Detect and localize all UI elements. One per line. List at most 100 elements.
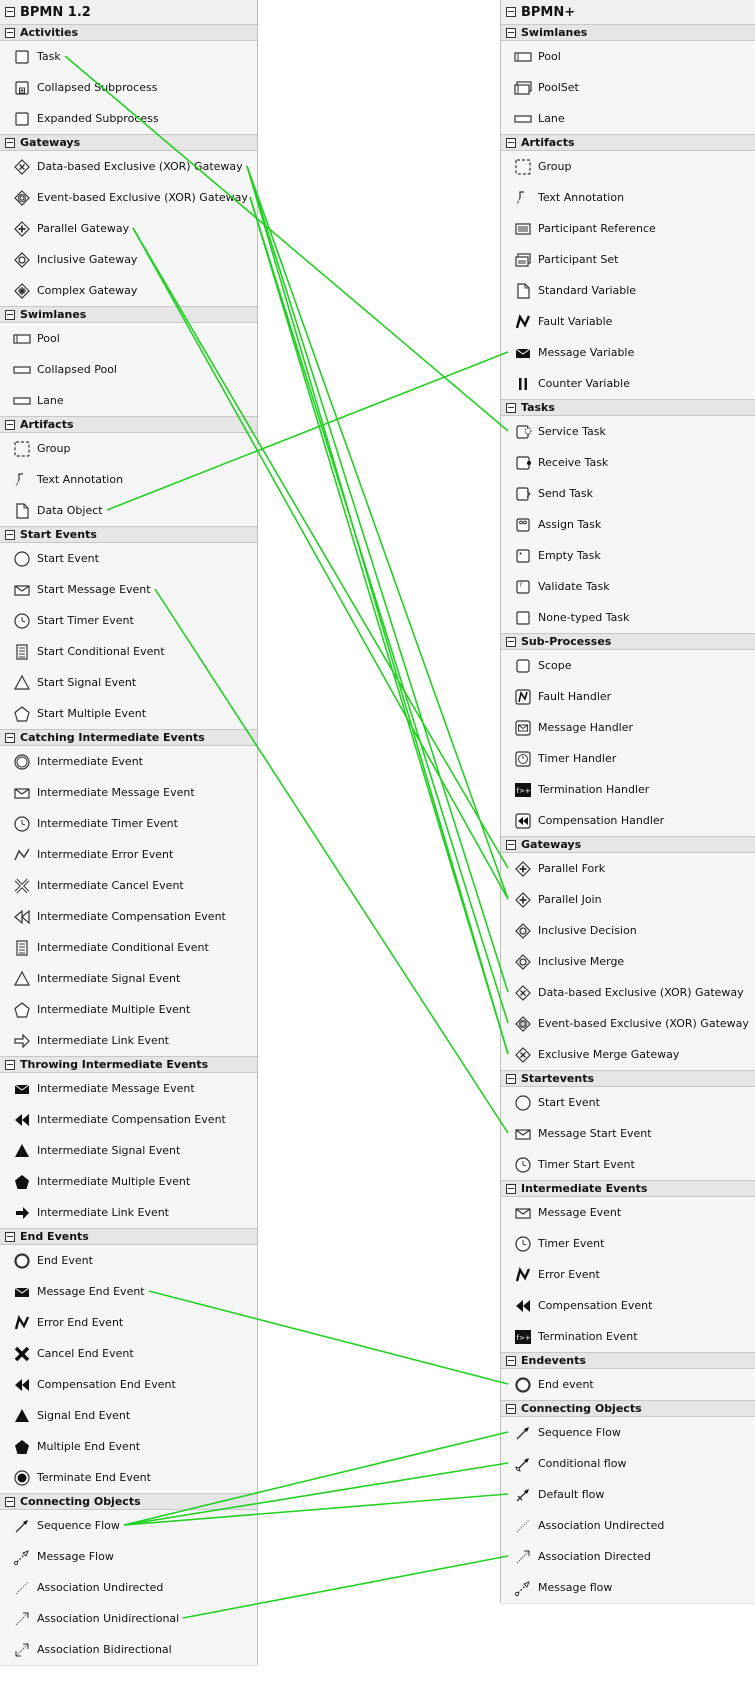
palette-item-start-message-event[interactable]: Start Message Event — [0, 574, 257, 606]
collapse-toggle-icon[interactable] — [506, 1074, 516, 1084]
palette-item-intermediate-timer-event[interactable]: Intermediate Timer Event — [0, 808, 257, 840]
palette-item-text-annotation[interactable]: Text Annotation — [501, 182, 755, 214]
palette-item-start-event[interactable]: Start Event — [0, 543, 257, 575]
palette-item-inclusive-decision[interactable]: Inclusive Decision — [501, 915, 755, 947]
palette-item-lane[interactable]: Lane — [501, 103, 755, 135]
palette-item-association-bidirectional[interactable]: Association Bidirectional — [0, 1634, 257, 1666]
palette-item-association-directed[interactable]: Association Directed — [501, 1541, 755, 1573]
palette-item-message-event[interactable]: Message Event — [501, 1197, 755, 1229]
palette-item-termination-handler[interactable]: f>+Termination Handler — [501, 774, 755, 806]
palette-item-pool[interactable]: Pool — [501, 41, 755, 73]
section-header-swimlanes[interactable]: Swimlanes — [501, 24, 755, 41]
palette-item-data-based-exclusive-xor-gateway[interactable]: Data-based Exclusive (XOR) Gateway — [501, 977, 755, 1009]
palette-item-exclusive-merge-gateway[interactable]: Exclusive Merge Gateway — [501, 1039, 755, 1071]
palette-item-termination-event[interactable]: f>+Termination Event — [501, 1321, 755, 1353]
palette-item-group[interactable]: Group — [0, 433, 257, 465]
palette-item-fault-variable[interactable]: Fault Variable — [501, 306, 755, 338]
palette-item-compensation-end-event[interactable]: Compensation End Event — [0, 1369, 257, 1401]
palette-item-validate-task[interactable]: ?Validate Task — [501, 571, 755, 603]
collapse-toggle-icon[interactable] — [5, 28, 15, 38]
palette-item-timer-start-event[interactable]: Timer Start Event — [501, 1149, 755, 1181]
palette-item-data-based-exclusive-xor-gateway[interactable]: Data-based Exclusive (XOR) Gateway — [0, 151, 257, 183]
palette-item-none-typed-task[interactable]: None-typed Task — [501, 602, 755, 634]
palette-item-group[interactable]: Group — [501, 151, 755, 183]
palette-item-message-flow[interactable]: Message Flow — [0, 1541, 257, 1573]
section-header-intermediate-events[interactable]: Intermediate Events — [501, 1180, 755, 1197]
palette-item-scope[interactable]: Scope — [501, 650, 755, 682]
collapse-toggle-icon[interactable] — [5, 1497, 15, 1507]
palette-item-intermediate-link-event[interactable]: Intermediate Link Event — [0, 1025, 257, 1057]
palette-item-service-task[interactable]: Service Task — [501, 416, 755, 448]
section-header-swimlanes[interactable]: Swimlanes — [0, 306, 257, 323]
palette-item-compensation-event[interactable]: Compensation Event — [501, 1290, 755, 1322]
palette-item-default-flow[interactable]: Default flow — [501, 1479, 755, 1511]
palette-item-message-start-event[interactable]: Message Start Event — [501, 1118, 755, 1150]
palette-item-lane[interactable]: Lane — [0, 385, 257, 417]
palette-item-message-variable[interactable]: Message Variable — [501, 337, 755, 369]
palette-item-intermediate-signal-event[interactable]: Intermediate Signal Event — [0, 1135, 257, 1167]
palette-item-start-timer-event[interactable]: Start Timer Event — [0, 605, 257, 637]
collapse-toggle-icon[interactable] — [5, 530, 15, 540]
collapse-toggle-icon[interactable] — [5, 310, 15, 320]
section-header-catching-intermediate-events[interactable]: Catching Intermediate Events — [0, 729, 257, 746]
section-header-activities[interactable]: Activities — [0, 24, 257, 41]
palette-item-collapsed-subprocess[interactable]: Collapsed Subprocess — [0, 72, 257, 104]
palette-item-complex-gateway[interactable]: Complex Gateway — [0, 275, 257, 307]
palette-item-empty-task[interactable]: Empty Task — [501, 540, 755, 572]
palette-item-start-multiple-event[interactable]: Start Multiple Event — [0, 698, 257, 730]
section-header-artifacts[interactable]: Artifacts — [0, 416, 257, 433]
section-header-endevents[interactable]: Endevents — [501, 1352, 755, 1369]
palette-item-send-task[interactable]: Send Task — [501, 478, 755, 510]
collapse-toggle-icon[interactable] — [506, 1184, 516, 1194]
palette-item-association-undirected[interactable]: Association Undirected — [501, 1510, 755, 1542]
collapse-toggle-icon[interactable] — [506, 28, 516, 38]
palette-item-event-based-exclusive-xor-gateway[interactable]: Event-based Exclusive (XOR) Gateway — [0, 182, 257, 214]
collapse-toggle-icon[interactable] — [506, 138, 516, 148]
collapse-toggle-icon[interactable] — [5, 7, 15, 17]
palette-item-message-end-event[interactable]: Message End Event — [0, 1276, 257, 1308]
palette-item-message-flow[interactable]: Message flow — [501, 1572, 755, 1604]
palette-item-start-signal-event[interactable]: Start Signal Event — [0, 667, 257, 699]
section-header-startevents[interactable]: Startevents — [501, 1070, 755, 1087]
palette-item-timer-handler[interactable]: Timer Handler — [501, 743, 755, 775]
collapse-toggle-icon[interactable] — [5, 420, 15, 430]
section-header-start-events[interactable]: Start Events — [0, 526, 257, 543]
palette-item-signal-end-event[interactable]: Signal End Event — [0, 1400, 257, 1432]
palette-item-start-event[interactable]: Start Event — [501, 1087, 755, 1119]
collapse-toggle-icon[interactable] — [5, 1060, 15, 1070]
palette-item-timer-event[interactable]: Timer Event — [501, 1228, 755, 1260]
collapse-toggle-icon[interactable] — [506, 7, 516, 17]
section-header-gateways[interactable]: Gateways — [501, 836, 755, 853]
palette-item-intermediate-multiple-event[interactable]: Intermediate Multiple Event — [0, 1166, 257, 1198]
section-header-sub-processes[interactable]: Sub-Processes — [501, 633, 755, 650]
palette-item-intermediate-error-event[interactable]: Intermediate Error Event — [0, 839, 257, 871]
palette-item-intermediate-signal-event[interactable]: Intermediate Signal Event — [0, 963, 257, 995]
palette-item-collapsed-pool[interactable]: Collapsed Pool — [0, 354, 257, 386]
palette-item-parallel-fork[interactable]: Parallel Fork — [501, 853, 755, 885]
palette-item-end-event[interactable]: End Event — [0, 1245, 257, 1277]
palette-item-inclusive-merge[interactable]: Inclusive Merge — [501, 946, 755, 978]
collapse-toggle-icon[interactable] — [506, 637, 516, 647]
palette-item-participant-set[interactable]: Participant Set — [501, 244, 755, 276]
section-header-connecting-objects[interactable]: Connecting Objects — [501, 1400, 755, 1417]
palette-item-pool[interactable]: Pool — [0, 323, 257, 355]
palette-item-intermediate-conditional-event[interactable]: Intermediate Conditional Event — [0, 932, 257, 964]
palette-item-compensation-handler[interactable]: Compensation Handler — [501, 805, 755, 837]
palette-item-intermediate-message-event[interactable]: Intermediate Message Event — [0, 777, 257, 809]
palette-item-expanded-subprocess[interactable]: Expanded Subprocess — [0, 103, 257, 135]
section-header-artifacts[interactable]: Artifacts — [501, 134, 755, 151]
palette-item-parallel-gateway[interactable]: Parallel Gateway — [0, 213, 257, 245]
palette-item-intermediate-compensation-event[interactable]: Intermediate Compensation Event — [0, 1104, 257, 1136]
palette-item-task[interactable]: Task — [0, 41, 257, 73]
section-header-tasks[interactable]: Tasks — [501, 399, 755, 416]
palette-item-data-object[interactable]: Data Object — [0, 495, 257, 527]
palette-item-intermediate-cancel-event[interactable]: Intermediate Cancel Event — [0, 870, 257, 902]
palette-item-conditional-flow[interactable]: Conditional flow — [501, 1448, 755, 1480]
section-header-connecting-objects[interactable]: Connecting Objects — [0, 1493, 257, 1510]
collapse-toggle-icon[interactable] — [506, 403, 516, 413]
section-header-end-events[interactable]: End Events — [0, 1228, 257, 1245]
palette-item-parallel-join[interactable]: Parallel Join — [501, 884, 755, 916]
palette-item-participant-reference[interactable]: Participant Reference — [501, 213, 755, 245]
palette-item-cancel-end-event[interactable]: Cancel End Event — [0, 1338, 257, 1370]
collapse-toggle-icon[interactable] — [506, 1404, 516, 1414]
